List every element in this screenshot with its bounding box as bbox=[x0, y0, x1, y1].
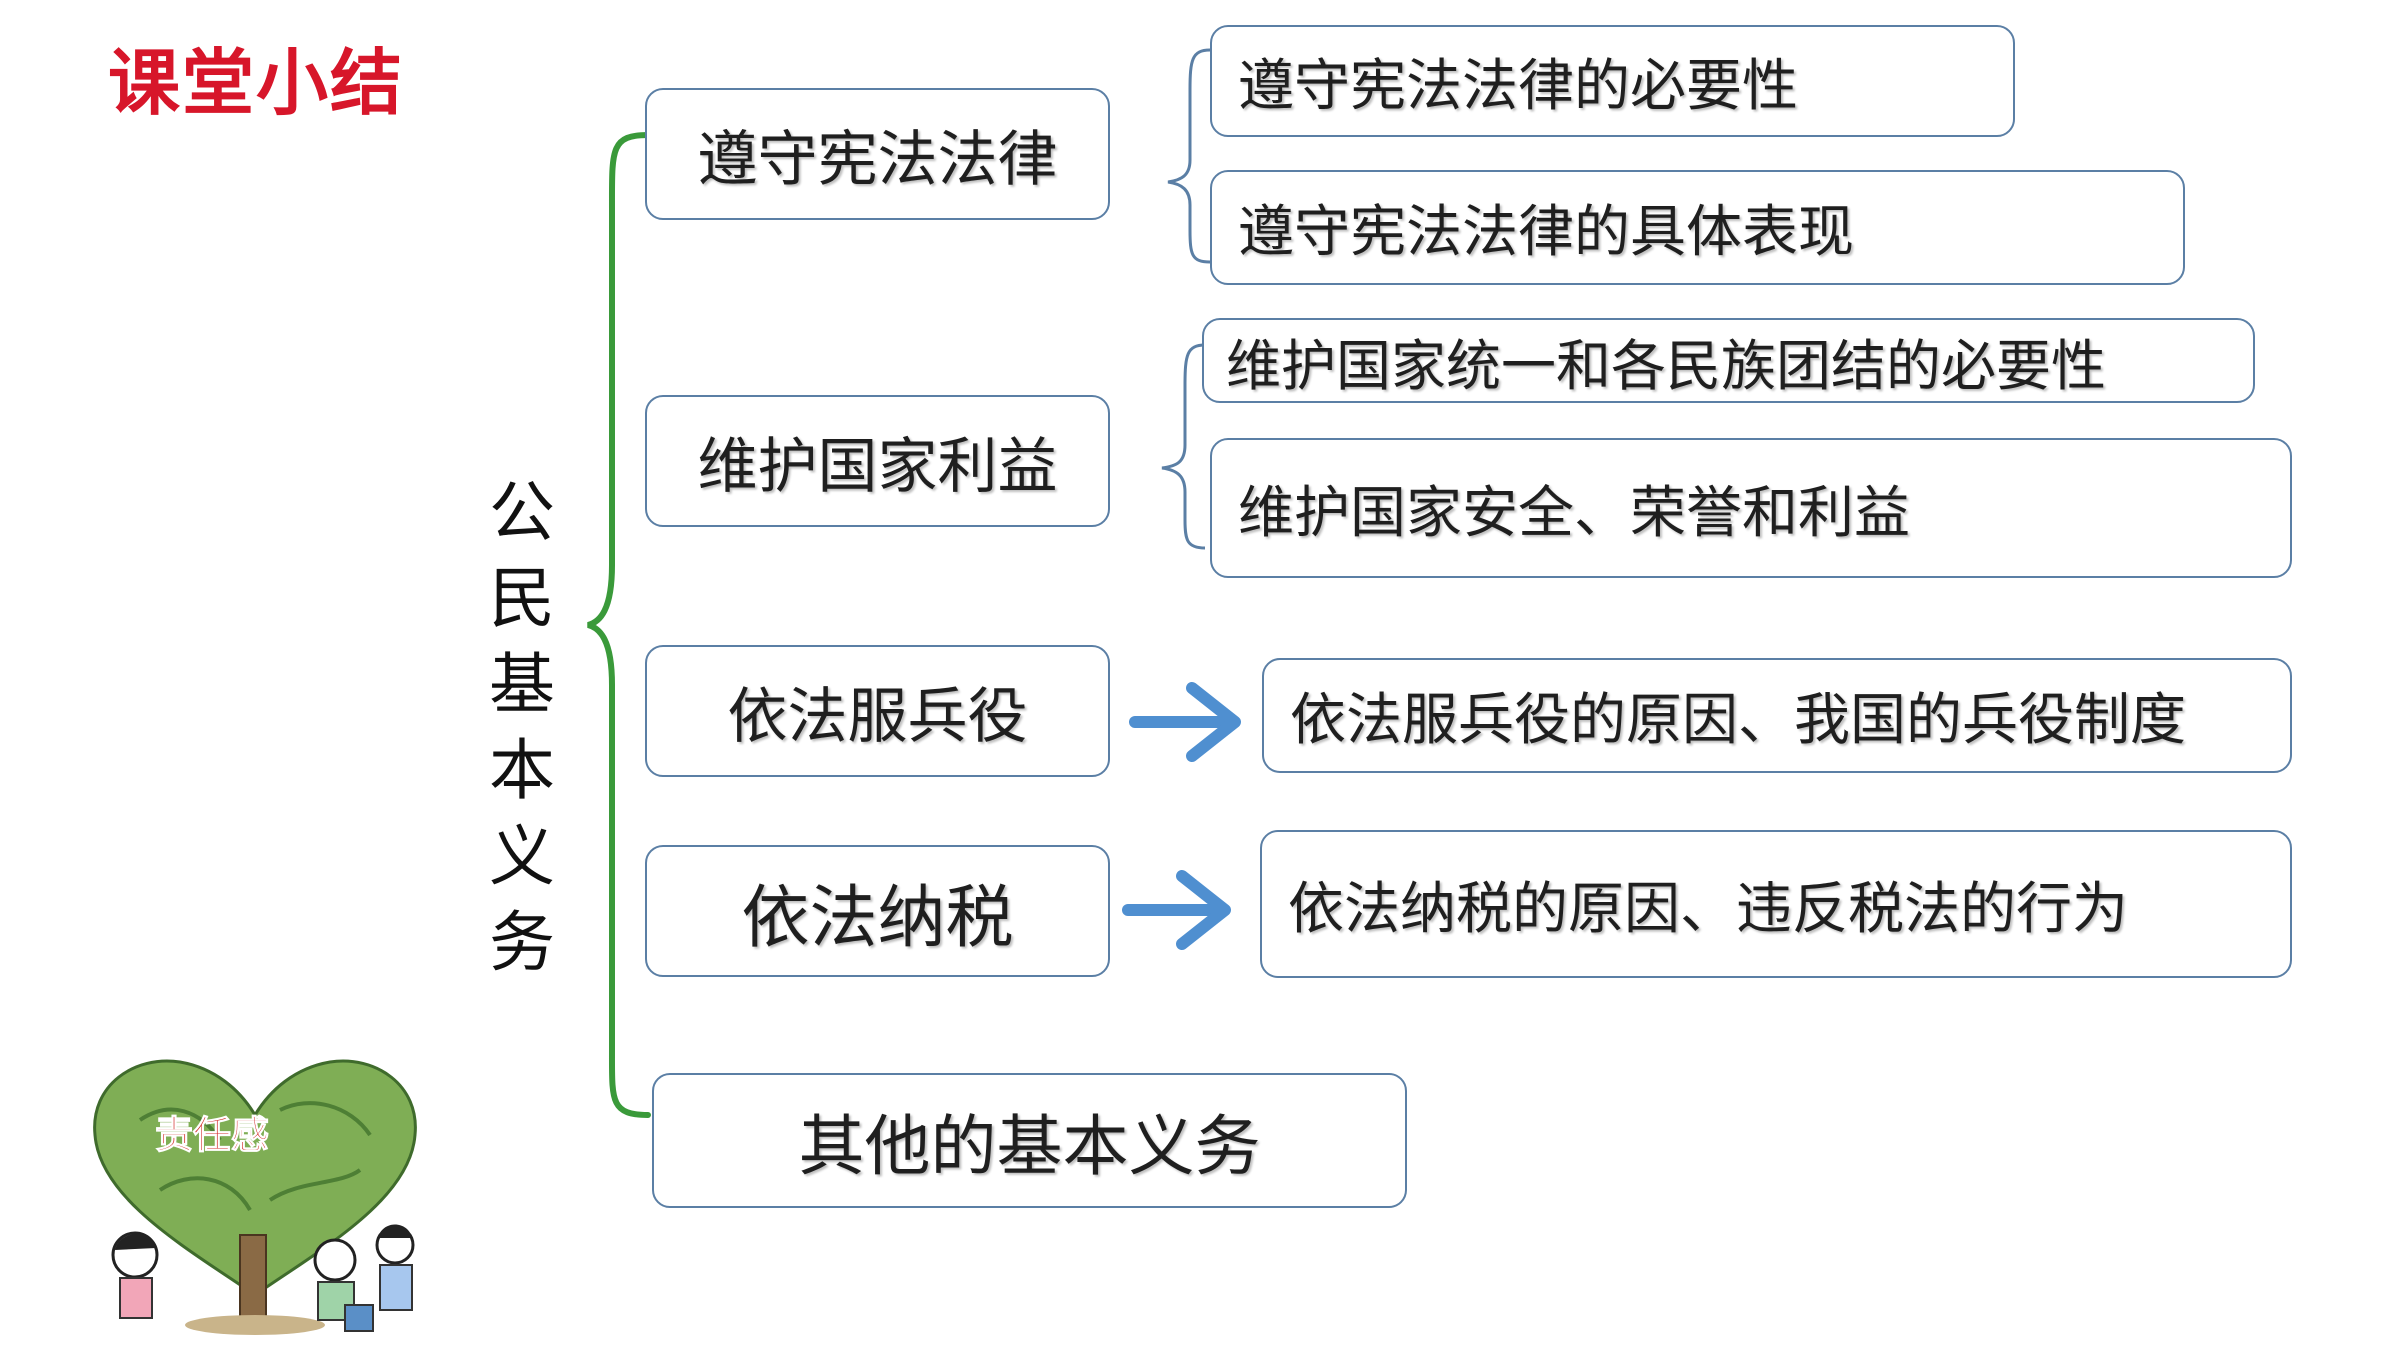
detail-box: 维护国家统一和各民族团结的必要性 bbox=[1202, 318, 2255, 403]
tree-heart-canopy bbox=[93, 1059, 417, 1297]
root-char: 基 bbox=[489, 646, 555, 723]
responsibility-illustration: 责任感 bbox=[93, 1059, 417, 1335]
branch-box: 依法纳税 bbox=[645, 845, 1110, 977]
detail-box: 维护国家安全、荣誉和利益 bbox=[1210, 438, 2292, 578]
branch-box: 其他的基本义务 bbox=[652, 1073, 1407, 1208]
branch-box: 依法服兵役 bbox=[645, 645, 1110, 777]
arrow-1 bbox=[1129, 682, 1241, 762]
detail-box: 依法纳税的原因、违反税法的行为 bbox=[1260, 830, 2292, 978]
root-char: 民 bbox=[489, 560, 555, 637]
slide-title: 课堂小结 bbox=[108, 41, 405, 125]
detail-box: 遵守宪法法律的必要性 bbox=[1210, 25, 2015, 137]
root-char: 务 bbox=[489, 904, 555, 981]
badge-text: 责任感 bbox=[155, 1113, 269, 1157]
sub-brace-1 bbox=[1167, 48, 1211, 264]
root-label: 公 民 基 本 义 务 bbox=[485, 470, 559, 986]
arrow-2 bbox=[1122, 870, 1231, 950]
branch-box: 维护国家利益 bbox=[645, 395, 1110, 527]
sub-brace-2 bbox=[1161, 343, 1206, 550]
root-char: 本 bbox=[489, 732, 555, 809]
detail-box: 遵守宪法法律的具体表现 bbox=[1210, 170, 2185, 285]
branch-box: 遵守宪法法律 bbox=[645, 88, 1110, 220]
root-char: 公 bbox=[489, 474, 555, 551]
root-char: 义 bbox=[489, 818, 555, 895]
main-brace bbox=[587, 132, 651, 1118]
detail-box: 依法服兵役的原因、我国的兵役制度 bbox=[1262, 658, 2292, 773]
